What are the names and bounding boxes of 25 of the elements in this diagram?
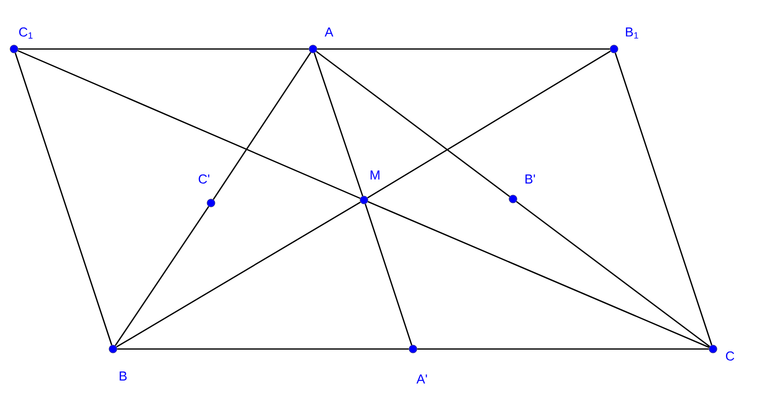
line-segment — [212, 52, 312, 200]
point-label: C' — [198, 174, 210, 184]
point-label: B$_{1}$ — [626, 27, 638, 39]
line-segment — [117, 348, 409, 350]
point-label: C$_{1}$ — [19, 27, 33, 39]
point-label: A — [324, 28, 334, 36]
line-segment — [368, 201, 710, 348]
line-segment — [116, 202, 361, 348]
line-segment — [18, 50, 360, 199]
line-segment — [14, 52, 112, 346]
line-segment — [364, 204, 412, 346]
point-label: M — [370, 170, 380, 180]
line-segment — [316, 51, 510, 197]
line-segment — [314, 52, 364, 196]
point-label: A' — [416, 374, 427, 384]
line-segment — [114, 206, 210, 346]
point-label: B — [120, 372, 127, 380]
line-segment — [614, 52, 712, 346]
line-segment — [317, 48, 610, 50]
point-label: B' — [526, 174, 535, 184]
line-segment — [417, 348, 709, 350]
point-label: C — [726, 351, 734, 361]
line-segment — [367, 50, 611, 198]
line-segment — [18, 48, 309, 50]
line-segment — [516, 201, 710, 347]
